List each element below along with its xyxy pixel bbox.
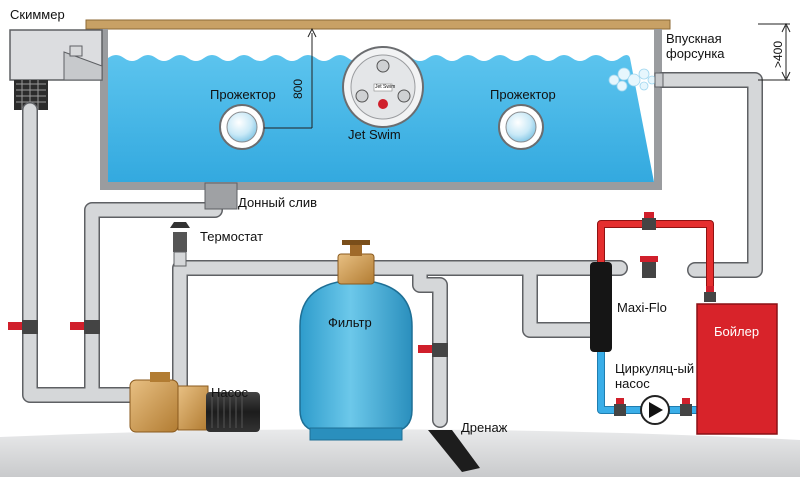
spotlight-left (219, 104, 265, 150)
pool-wall-left (100, 29, 108, 190)
skimmer (9, 29, 103, 110)
pump-label: Насос (211, 385, 248, 400)
boiler-body (696, 303, 778, 435)
skimmer-label: Скиммер (10, 7, 65, 22)
depth-dimension (264, 27, 317, 129)
drain-outlet (428, 430, 480, 472)
valve-cold-1 (614, 398, 626, 416)
filter-label: Фильтр (328, 315, 372, 330)
valve-bypass (640, 256, 658, 278)
jet-swim (342, 46, 424, 128)
bottom-drain-label: Донный слив (238, 195, 318, 210)
valve-boiler-in (704, 286, 716, 302)
pool-floor (100, 182, 662, 190)
pool-deck (85, 19, 671, 30)
inlet-nozzle (654, 72, 664, 88)
thermostat-label: Термостат (200, 229, 264, 244)
inlet-bubbles (608, 67, 657, 92)
inlet-dimension (758, 22, 791, 82)
spotlight-left-label: Прожектор (210, 87, 276, 102)
pool-wall-right (654, 29, 662, 190)
main-pump (129, 372, 260, 433)
filter-tank (299, 240, 413, 441)
thermostat (170, 222, 190, 267)
circ-pump-label: Циркуляц-ый насос (615, 361, 695, 391)
drain-label: Дренаж (461, 420, 508, 435)
inlet-label: Впускная форсунка (666, 31, 725, 61)
depth-value: 800 (291, 78, 305, 99)
ground (0, 429, 800, 477)
spotlight-right-label: Прожектор (490, 87, 556, 102)
circ-pump (640, 395, 670, 425)
spotlight-right (498, 104, 544, 150)
valve-hot (642, 212, 656, 230)
boiler-label: Бойлер (714, 324, 760, 339)
valve-cold-2 (680, 398, 692, 416)
valve-drain (418, 343, 448, 357)
bottom-drain-box (204, 182, 238, 210)
valve-skimmer (8, 320, 38, 334)
valves (8, 212, 716, 416)
maxi-flo-body (590, 262, 612, 352)
jet-swim-badge: Jet Swim (375, 84, 396, 90)
pipes (22, 72, 763, 428)
valve-bottom-drain (70, 320, 100, 334)
inlet-depth-value: >400 (771, 40, 785, 68)
jet-swim-label: Jet Swim (348, 127, 401, 142)
maxi-flo-label: Maxi-Flo (617, 300, 667, 315)
